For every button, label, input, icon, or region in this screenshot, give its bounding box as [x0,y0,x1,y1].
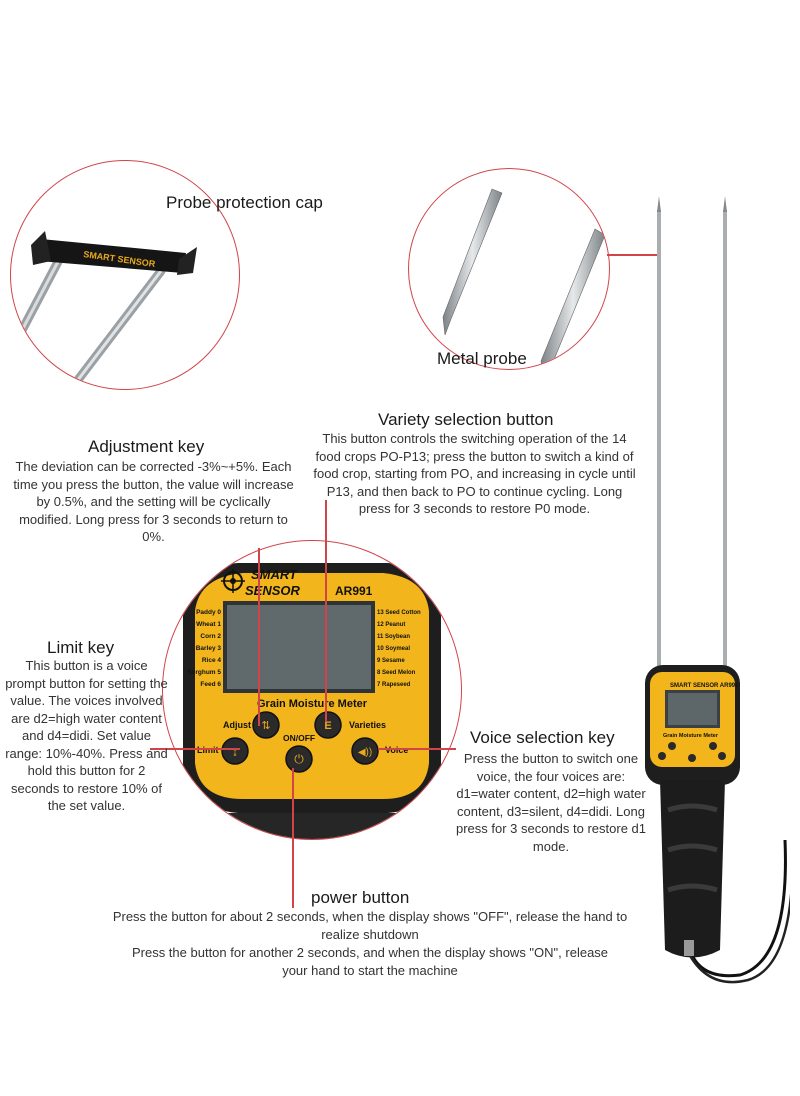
crop-item: 11 Soybean [377,634,410,640]
crop-item: 9 Sesame [377,658,405,664]
power-desc-1: Press the button for about 2 seconds, wh… [112,909,628,942]
adjustment-title: Adjustment key [88,437,205,456]
voice-leader-h [378,748,456,750]
varieties-e-icon: E [324,720,331,732]
model-number: AR991 [335,584,373,598]
limit-icon: ↨ [232,746,238,758]
onoff-label: ON/OFF [283,733,315,743]
crop-item: Sorghum 5 [187,669,221,676]
probe-cap-detail-circle: SMART SENSOR [10,160,240,390]
svg-text:SMART SENSOR AR991: SMART SENSOR AR991 [670,683,739,689]
voice-title: Voice selection key [470,728,615,747]
device-closeup-circle: SMART SENSOR AR991 Paddy 0 Wheat 1 Corn … [162,540,462,840]
crop-item: Rice 4 [202,657,222,664]
crop-item: 12 Peanut [377,622,405,628]
adjustment-desc: The deviation can be corrected -3%~+5%. … [13,459,294,544]
varieties-button[interactable]: E [314,711,342,739]
power-leader-v [292,768,294,908]
crop-item: 10 Soymeal [377,646,410,652]
power-title: power button [311,888,410,907]
full-device-illustration: SMART SENSOR AR991 Grain Moisture Meter [645,196,790,984]
metal-probe-illustration [442,188,606,369]
limit-title: Limit key [47,638,115,657]
voice-label: Voice [385,745,408,755]
adjust-button[interactable]: ⇅ [252,711,280,739]
brand-logo [221,569,245,593]
crop-item: 13 Seed Cotton [377,610,421,616]
variety-desc: This button controls the switching opera… [313,431,636,516]
crop-item: Barley 3 [196,645,222,652]
metal-probe-label: Metal probe [437,349,527,368]
panel-title: Grain Moisture Meter [257,698,368,710]
crop-item: Wheat 1 [196,621,221,628]
probe-cap-label: Probe protection cap [166,193,323,212]
adjust-arrows-icon: ⇅ [261,720,270,732]
crop-item: 7 Rapeseed [377,682,411,688]
brand-line1: SMART [251,567,298,582]
voice-desc: Press the button to switch one voice, th… [455,751,647,854]
power-icon: ⏻ [294,752,304,766]
limit-desc: This button is a voice prompt button for… [5,658,168,813]
variety-leader-v [325,500,327,722]
crop-list-right: 13 Seed Cotton 12 Peanut 11 Soybean 10 S… [377,610,421,688]
varieties-label: Varieties [349,720,386,730]
variety-title: Variety selection button [378,410,554,429]
metal-probe-detail-circle [408,168,610,370]
crop-item: Paddy 0 [196,609,221,616]
adjust-label: Adjust [223,720,251,730]
crop-item: Feed 6 [200,681,221,688]
crop-list-left: Paddy 0 Wheat 1 Corn 2 Barley 3 Rice 4 S… [187,609,221,688]
device-closeup-panel: SMART SENSOR AR991 Paddy 0 Wheat 1 Corn … [183,563,441,839]
probe-cap-illustration: SMART SENSOR [14,231,197,389]
speaker-icon: ◀)) [358,747,372,758]
crop-item: Corn 2 [200,633,221,640]
svg-text:Grain Moisture Meter: Grain Moisture Meter [663,733,719,739]
adjustment-leader-v [258,548,260,726]
brand-line2: SENSOR [245,583,301,598]
crop-item: 8 Seed Melon [377,670,416,676]
limit-leader-h [150,748,240,750]
lcd-display [227,605,371,689]
voice-button[interactable]: ◀)) [351,737,379,765]
limit-label: Limit [197,745,219,755]
power-desc-2: Press the button for another 2 seconds, … [131,945,609,978]
power-button[interactable]: ⏻ [285,745,313,773]
limit-button[interactable]: ↨ [221,737,249,765]
metal-probe-leader [607,254,659,256]
